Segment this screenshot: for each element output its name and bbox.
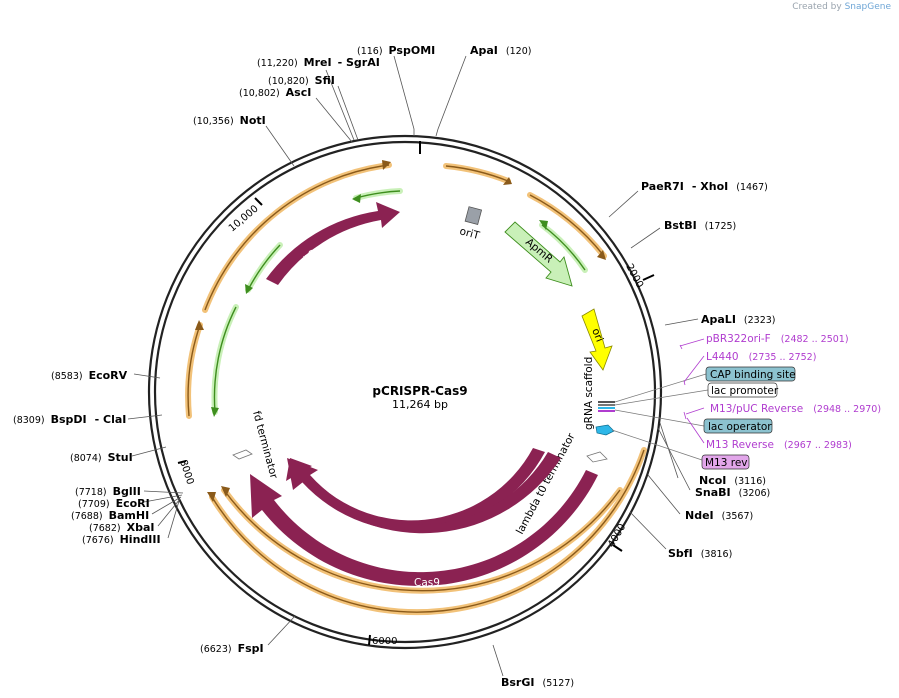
cas9-outer-label: Cas9 (414, 577, 440, 589)
orit-feature (464, 206, 483, 226)
site-bgl: (7718)BglII (75, 485, 141, 498)
orf-head-4 (221, 486, 230, 497)
site-psp: (116)PspOMI (357, 44, 435, 57)
site-bsr: BsrGI(5127) (501, 676, 574, 689)
site-bst: BstBI(1725) (664, 219, 736, 232)
site-bsp: (8309)BspDI- ClaI (13, 413, 126, 426)
plasmid-name: pCRISPR-Cas9 (372, 384, 467, 398)
tick-6000 (368, 634, 371, 646)
backbone (147, 134, 663, 650)
primer-leaders (679, 338, 705, 444)
lac-promoter-label: lac promoter (711, 385, 779, 397)
lac-stack-3 (598, 407, 615, 409)
primer-m13-reverse: M13 Reverse(2967 .. 2983) (706, 439, 852, 451)
lambda-t0-terminator-icon (586, 451, 608, 463)
m13-rev-label: M13 rev (705, 457, 748, 469)
site-xba: (7682)XbaI (89, 521, 154, 534)
site-hin: (7676)HindIII (82, 533, 161, 546)
site-leaders (127, 55, 699, 677)
orf-head-3 (207, 492, 216, 502)
site-ecv: (8583)EcoRV (51, 369, 128, 382)
grna-scaffold-label: gRNA scaffold (583, 357, 595, 430)
tick-label-8000: 8000 (177, 459, 195, 487)
tick-2000 (642, 274, 655, 281)
site-sfi: (10,820)SfiI (268, 74, 335, 87)
site-not: (10,356)NotI (193, 114, 266, 127)
cas9-outer-arrow (250, 470, 598, 586)
box-m13-rev (701, 454, 750, 470)
boxed-labels: CAP binding site lac promoter lac operat… (701, 366, 796, 470)
feature-leaders (611, 373, 709, 461)
site-pae: PaeR7I- XhoI(1467) (641, 180, 768, 193)
cas9-inner-label: Cas9 (414, 537, 440, 549)
lac-stack-1 (598, 401, 615, 403)
orf-head-1 (503, 177, 512, 185)
site-nde: NdeI(3567) (685, 509, 753, 522)
green-arcs (211, 188, 588, 417)
site-asc: (10,802)AscI (239, 86, 311, 99)
lac-region (586, 401, 615, 463)
site-sbf: SbfI(3816) (668, 547, 732, 560)
snapgene-credit: Created by SnapGene (792, 2, 891, 12)
primer-m13-puc-reverse: M13/pUC Reverse(2948 .. 2970) (710, 403, 881, 415)
site-mre: (11,220)MreI- SgrAI (257, 56, 380, 69)
lac-stack-4 (598, 410, 615, 412)
site-nco: NcoI(3116) (699, 474, 766, 487)
scale-ticks (177, 141, 655, 646)
site-apa: ApaI(120) (470, 44, 531, 57)
orf-head-6 (382, 160, 391, 170)
tick-4000 (612, 544, 623, 552)
fd-terminator-label: fd terminator (250, 410, 280, 481)
box-cap-binding-site (705, 366, 796, 382)
orf-arcs (185, 160, 647, 616)
cas9-inner-label-overlay: Cas9 (414, 537, 440, 549)
orit-label: oriT (458, 225, 481, 242)
apmr-arrow (504, 221, 573, 287)
plasmid-size: 11,264 bp (392, 398, 448, 411)
lac-operator-label: lac operator (708, 421, 772, 433)
site-labels: (116)PspOMI ApaI(120) (11,220)MreI- SgrA… (13, 44, 776, 689)
snapgene-logo-text: SnapGene (844, 2, 891, 12)
credit-prefix: Created by (792, 2, 842, 12)
site-bam: (7688)BamHI (71, 509, 149, 522)
orf-head-2 (597, 250, 606, 260)
orf-head-5 (195, 320, 204, 330)
primer-labels: pBR322ori-F(2482 .. 2501) L4440(2735 .. … (706, 333, 881, 451)
primer-pbr322ori-f: pBR322ori-F(2482 .. 2501) (706, 333, 849, 345)
box-lac-operator (703, 418, 773, 434)
tick-10000 (254, 197, 263, 206)
cap-binding-site-label: CAP binding site (710, 369, 796, 381)
lac-cyan-arrow (595, 424, 615, 436)
orf-arc-6 (202, 162, 392, 313)
site-fsp: (6623)FspI (200, 642, 264, 655)
cas9-inner-arrow (286, 448, 545, 531)
orf-arc-1 (443, 163, 511, 184)
tick-label-6000: 6000 (372, 636, 397, 647)
box-lac-promoter (707, 382, 778, 398)
tick-8000 (177, 460, 187, 464)
ori-label: ori (589, 327, 605, 344)
lac-stack-2 (598, 404, 615, 406)
site-apl: ApaLI(2323) (701, 313, 776, 326)
site-sna: SnaBI(3206) (695, 486, 770, 499)
site-stu: (8074)StuI (70, 451, 133, 464)
cas9-inner-body (287, 452, 561, 534)
site-eco: (7709)EcoRI (78, 497, 150, 510)
primer-l4440: L4440(2735 .. 2752) (706, 351, 816, 363)
psg5-rep-arrow (266, 202, 400, 285)
fd-terminator-icon (232, 449, 253, 460)
ori-arrow (581, 308, 613, 371)
